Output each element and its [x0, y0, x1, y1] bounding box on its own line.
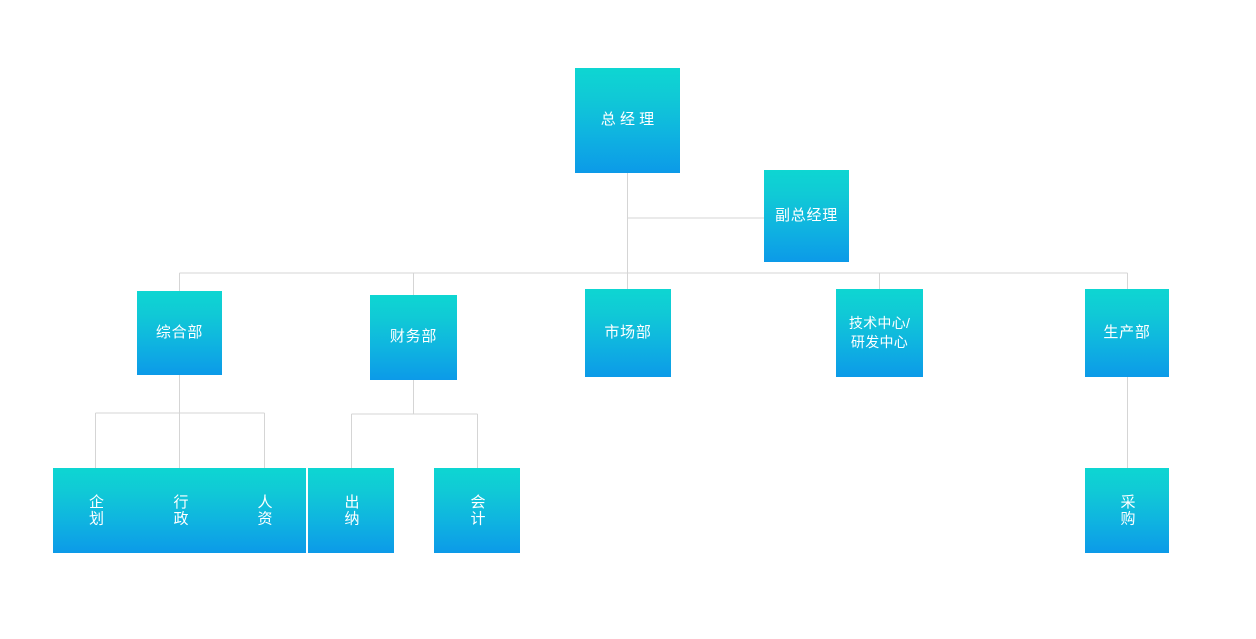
node-human-resources-unit[interactable]: 人资 [222, 468, 306, 553]
node-label: 人资 [255, 494, 273, 527]
node-finance-department[interactable]: 财务部 [370, 295, 457, 380]
node-label: 企划 [87, 494, 104, 527]
node-label: 出纳 [342, 494, 360, 527]
node-label: 采购 [1118, 494, 1136, 527]
node-administration-unit[interactable]: 行政 [138, 468, 222, 553]
node-label: 综合部 [155, 323, 204, 341]
edge-gm-deputy [627, 173, 764, 219]
node-deputy-general-manager[interactable]: 副总经理 [764, 170, 849, 262]
node-production-department[interactable]: 生产部 [1085, 289, 1169, 377]
node-label: 行政 [171, 494, 189, 527]
node-label: 技术中心/ 研发中心 [848, 315, 911, 350]
node-label: 副总经理 [774, 206, 838, 224]
node-label: 市场部 [604, 323, 652, 341]
node-label: 会计 [468, 494, 486, 527]
node-planning-unit[interactable]: 企划 [53, 468, 138, 553]
node-label: 生产部 [1103, 323, 1151, 341]
node-marketing-department[interactable]: 市场部 [585, 289, 671, 377]
node-technology-rnd-center[interactable]: 技术中心/ 研发中心 [836, 289, 923, 377]
node-general-affairs-department[interactable]: 综合部 [137, 291, 222, 375]
node-label: 财务部 [389, 328, 438, 346]
node-purchasing-unit[interactable]: 采购 [1085, 468, 1169, 553]
node-label: 总经理 [600, 111, 659, 129]
node-cashier-unit[interactable]: 出纳 [308, 468, 394, 553]
node-accounting-unit[interactable]: 会计 [434, 468, 520, 553]
node-general-manager[interactable]: 总经理 [575, 68, 680, 173]
